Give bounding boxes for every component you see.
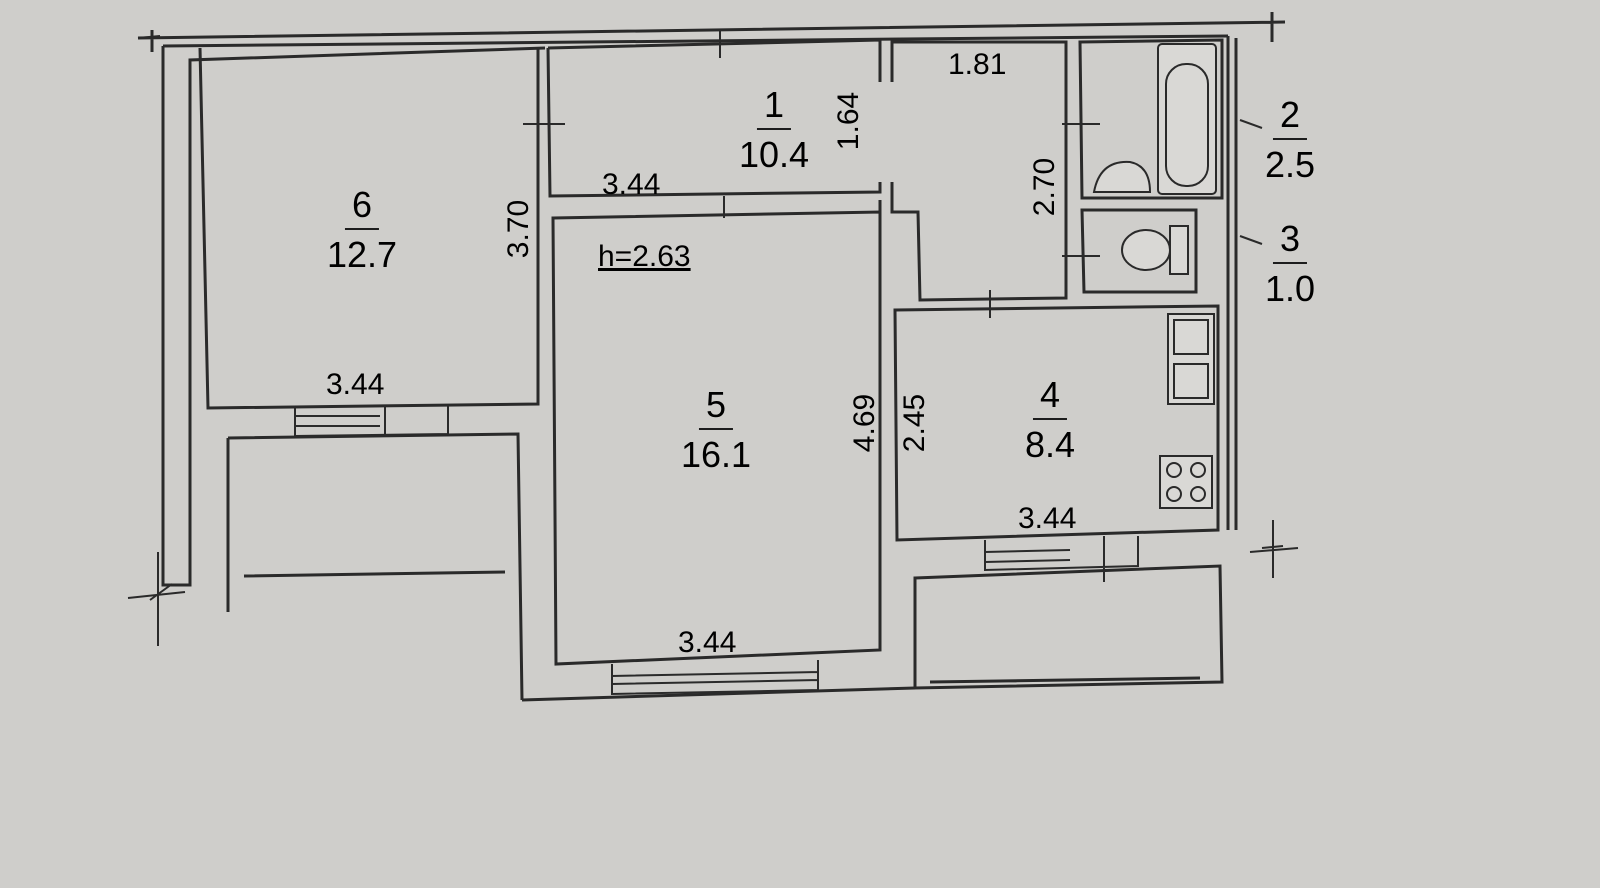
kitchen-sink-bowl1	[1173, 319, 1209, 355]
room-5-divider	[698, 428, 733, 430]
dim-hall-width: 3.44	[602, 168, 661, 201]
right-outer-wall	[1226, 36, 1238, 530]
room-5-number: 5	[705, 384, 727, 425]
room-6-divider	[344, 228, 379, 230]
break-mark-left	[127, 552, 186, 646]
room-6-label: 6 12.7	[327, 184, 397, 276]
room-3-number: 3	[1279, 218, 1301, 259]
dim-corridor-height: 2.70	[1028, 157, 1062, 217]
room-6-area: 12.7	[326, 234, 398, 275]
break-mark-right	[1249, 520, 1299, 578]
room-1-area: 10.4	[738, 134, 810, 175]
balcony-door-right	[984, 536, 1139, 582]
corridor-walls	[890, 40, 1068, 302]
outer-wall-left	[161, 46, 546, 587]
room5-window	[611, 660, 819, 696]
room-1-label: 1 10.4	[739, 84, 809, 176]
kitchen-walls	[893, 304, 1220, 542]
tick-marks	[523, 30, 1263, 318]
room-2-label: 2 2.5	[1265, 94, 1315, 186]
stove-burner-3	[1166, 486, 1182, 502]
balcony-left	[226, 432, 524, 701]
kitchen-stove	[1159, 455, 1213, 509]
dim-kitchen-height: 2.45	[898, 393, 932, 453]
stove-burner-4	[1190, 486, 1206, 502]
dim-room6-height: 3.70	[502, 199, 536, 259]
dim-room6-width: 3.44	[326, 368, 385, 401]
room-4-label: 4 8.4	[1025, 374, 1075, 466]
room-4-area: 8.4	[1024, 424, 1076, 465]
room-5-label: 5 16.1	[681, 384, 751, 476]
toilet-bowl	[1121, 229, 1171, 271]
room-1-divider	[756, 128, 791, 130]
room-3-divider	[1272, 262, 1307, 264]
balcony-right	[913, 564, 1224, 690]
room-4-divider	[1032, 418, 1067, 420]
balcony-door-left	[294, 404, 449, 438]
dim-corridor-width: 1.81	[948, 48, 1007, 81]
bathroom-sink	[1092, 160, 1152, 193]
room-5-area: 16.1	[680, 434, 752, 475]
room5-walls	[551, 210, 882, 666]
room-2-area: 2.5	[1264, 144, 1316, 185]
outer-wall-top-inner	[162, 34, 1229, 48]
room-2-divider	[1272, 138, 1307, 140]
room-3-label: 3 1.0	[1265, 218, 1315, 310]
stove-burner-1	[1166, 462, 1182, 478]
dim-kitchen-width: 3.44	[1018, 502, 1077, 535]
room-2-number: 2	[1279, 94, 1301, 135]
bathroom-walls	[1078, 38, 1224, 200]
wc-walls	[1080, 208, 1198, 294]
room6-walls	[198, 47, 540, 410]
break-mark-top	[137, 35, 161, 39]
toilet-tank	[1169, 225, 1189, 275]
room-1-number: 1	[763, 84, 785, 125]
stove-burner-2	[1190, 462, 1206, 478]
dim-room5-width: 3.44	[678, 626, 737, 659]
bathtub-basin	[1165, 63, 1209, 187]
ceiling-height: h=2.63	[598, 240, 691, 273]
room-6-number: 6	[351, 184, 373, 225]
dim-room5-height: 4.69	[848, 393, 882, 453]
dim-hall-height: 1.64	[832, 91, 866, 151]
room5-outer	[521, 686, 916, 702]
outer-wall-top	[137, 12, 1286, 52]
room-3-area: 1.0	[1264, 268, 1316, 309]
room-4-number: 4	[1039, 374, 1061, 415]
room1-walls	[546, 38, 882, 212]
kitchen-sink-bowl2	[1173, 363, 1209, 399]
